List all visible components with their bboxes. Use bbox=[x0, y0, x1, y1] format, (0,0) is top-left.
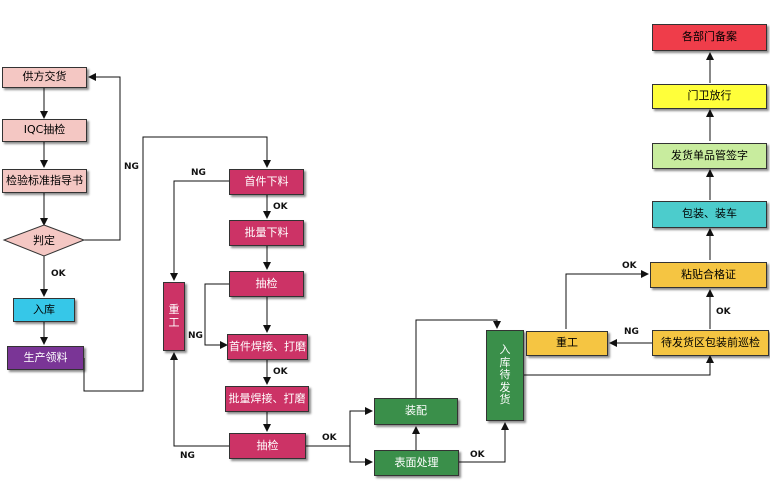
node-assembly: 装配 bbox=[374, 398, 458, 425]
node-pre-ship-inspection: 待发货区包装前巡检 bbox=[652, 330, 769, 356]
node-warehouse-pending-label: 入库待发货 bbox=[499, 342, 511, 407]
label-ok-rework-2: OK bbox=[622, 261, 637, 271]
node-warehouse-in: 入库 bbox=[13, 298, 75, 322]
node-warehouse-pending: 入库待发货 bbox=[486, 330, 524, 421]
label-ok-surface: OK bbox=[470, 450, 485, 460]
node-guard-release: 门卫放行 bbox=[652, 84, 767, 109]
node-iqc-inspection: IQC抽检 bbox=[2, 119, 87, 142]
node-rework-1: 重工 bbox=[163, 282, 185, 351]
label-ng-pre-ship: NG bbox=[624, 327, 639, 337]
node-pack-load: 包装、装车 bbox=[652, 201, 767, 228]
label-ng-inspection-2: NG bbox=[180, 451, 195, 461]
node-rework-1-label: 重工 bbox=[168, 302, 180, 329]
edge-inspection-2-to-assembly bbox=[306, 407, 373, 447]
node-batch-welding: 批量焊接、打磨 bbox=[225, 386, 309, 412]
edge-first-cut-ng bbox=[170, 180, 229, 281]
edge-rework-2-to-label bbox=[565, 270, 649, 329]
label-ok-inspection-2: OK bbox=[322, 433, 337, 443]
edge-inspection-1-ng bbox=[204, 283, 229, 349]
edge-surface-to-warehouse-pending bbox=[459, 422, 509, 463]
node-first-piece-cutting: 首件下料 bbox=[229, 169, 304, 195]
edge-inspection-2-ng bbox=[170, 352, 229, 447]
edge-judgement-ng-loop bbox=[84, 73, 121, 241]
edge-warehouse-pending-to-pre-ship bbox=[524, 355, 714, 376]
node-rework-2: 重工 bbox=[526, 331, 608, 356]
node-supplier-delivery: 供方交货 bbox=[2, 67, 87, 88]
edge-assembly-to-warehouse-pending bbox=[415, 319, 501, 398]
node-first-piece-welding: 首件焊接、打磨 bbox=[227, 334, 308, 360]
judgement-diamond bbox=[2, 224, 86, 257]
label-ng-judgement: NG bbox=[124, 162, 139, 172]
node-surface-treatment: 表面处理 bbox=[374, 450, 459, 476]
label-ok-first-cut: OK bbox=[273, 202, 288, 212]
node-batch-cutting: 批量下料 bbox=[229, 220, 304, 246]
label-ng-first-cut: NG bbox=[191, 168, 206, 178]
label-ok-judgement: OK bbox=[51, 269, 66, 279]
label-ng-inspection-1: NG bbox=[188, 331, 203, 341]
node-department-filing: 各部门备案 bbox=[652, 24, 767, 51]
label-ok-first-weld: OK bbox=[273, 367, 288, 377]
node-shipping-sign: 发货单品管签字 bbox=[652, 143, 767, 169]
node-inspection-standard: 检验标准指导书 bbox=[2, 169, 87, 193]
edge-material-to-first-cut bbox=[83, 136, 271, 392]
label-ok-pre-ship: OK bbox=[716, 307, 731, 317]
edge-inspection-2-to-surface bbox=[349, 446, 373, 466]
node-inspection-1: 抽检 bbox=[229, 271, 304, 297]
node-judgement: 判定 bbox=[33, 234, 55, 247]
node-inspection-2: 抽检 bbox=[229, 433, 306, 459]
node-label-certificate: 粘贴合格证 bbox=[650, 262, 767, 288]
node-production-material: 生产领料 bbox=[7, 346, 84, 370]
